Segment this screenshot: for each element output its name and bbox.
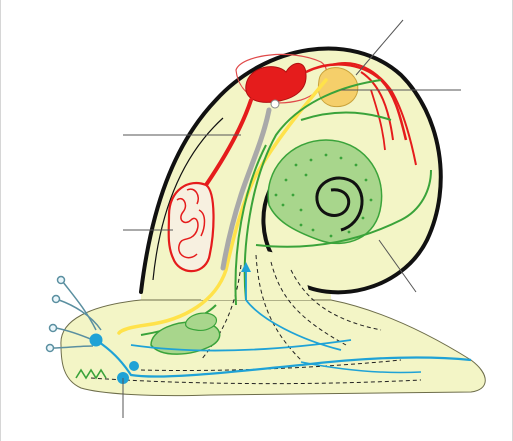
pedal-ganglion-2 xyxy=(129,361,139,371)
cerebral-ganglion xyxy=(90,334,103,347)
heart xyxy=(271,100,279,108)
eye-spot-3 xyxy=(50,325,57,332)
eye-spot-2 xyxy=(53,296,60,303)
eye-spot-4 xyxy=(47,345,54,352)
eye-spot-1 xyxy=(58,277,65,284)
